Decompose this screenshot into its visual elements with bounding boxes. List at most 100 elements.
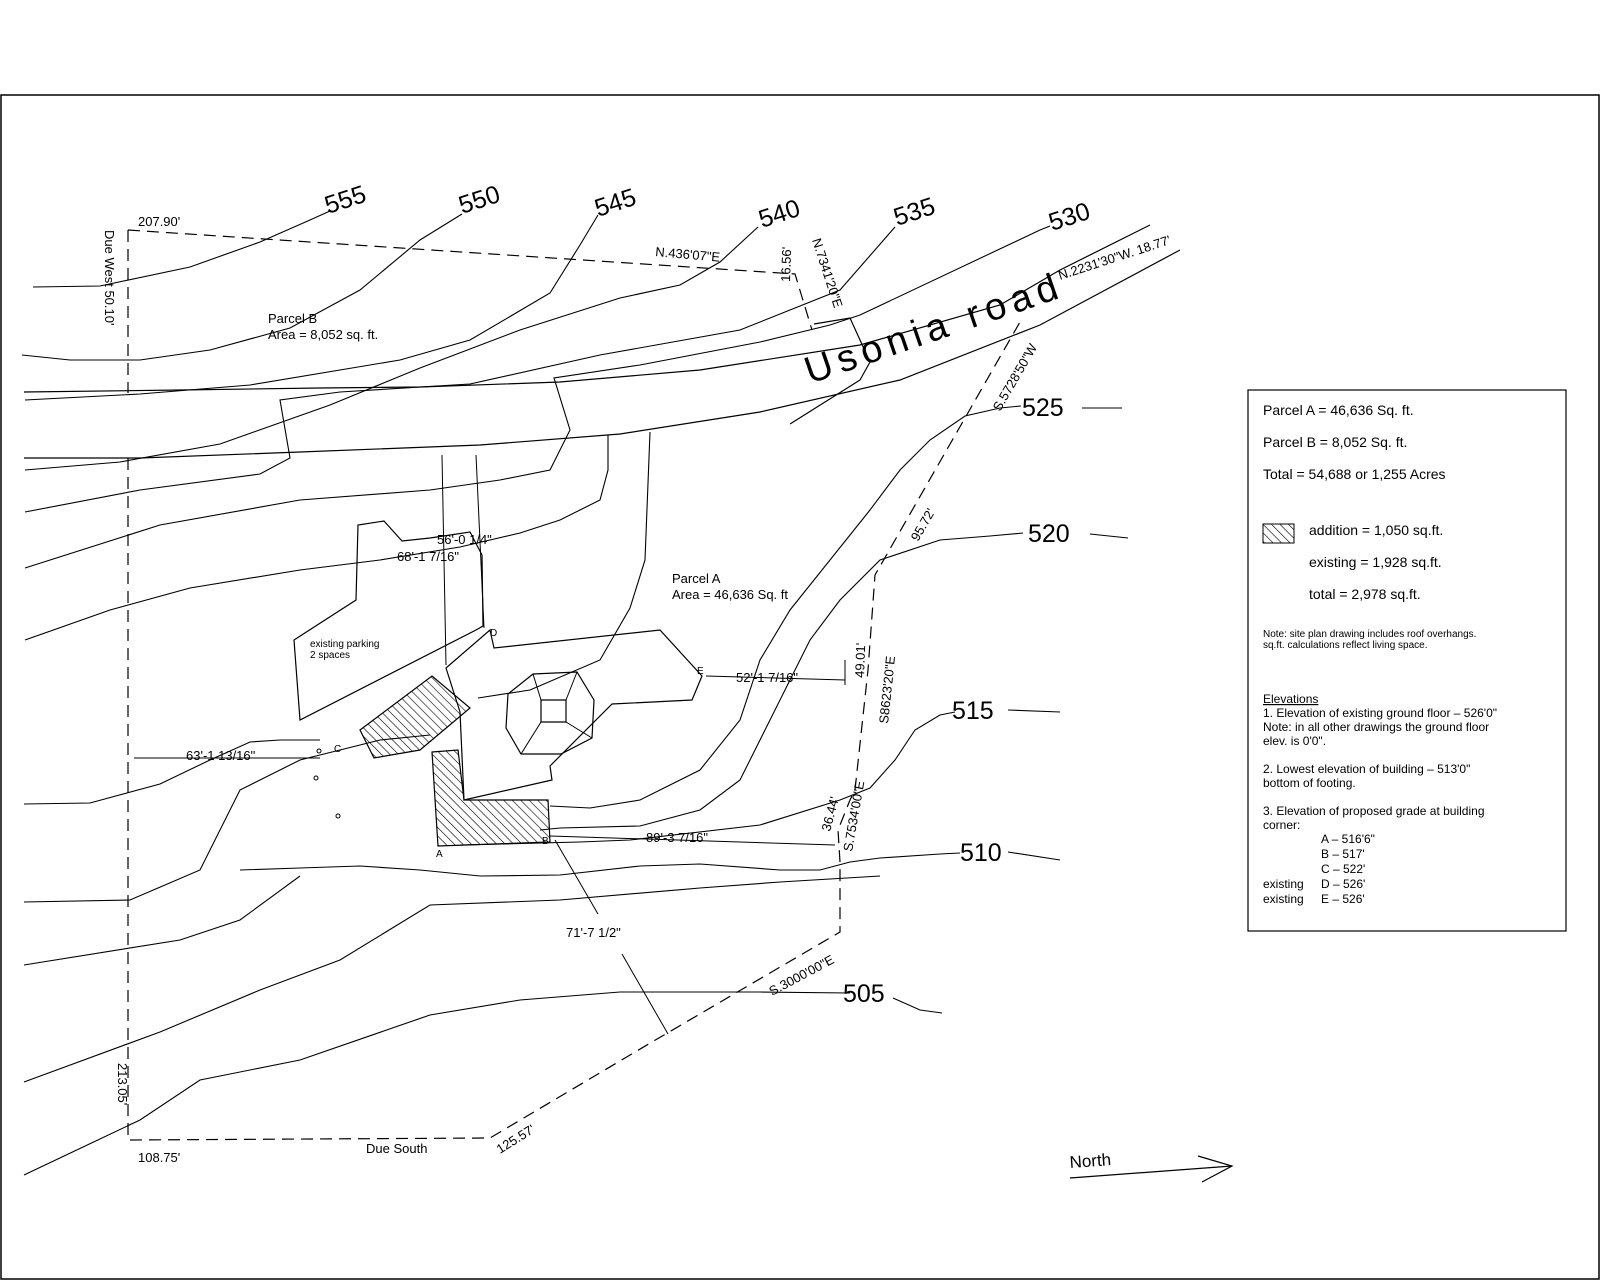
legend-e1b: Note: in all other drawings the ground f…: [1263, 720, 1489, 734]
corner-b: B: [542, 836, 549, 847]
bearing-due-south: Due South: [366, 1141, 427, 1156]
corner-a: A: [436, 849, 443, 860]
legend-total-sqft: total = 2,978 sq.ft.: [1309, 586, 1421, 602]
addition-hatch-1: [359, 675, 471, 759]
contour-515: [459, 711, 956, 846]
dim-52: 52'-1 7/16": [736, 670, 798, 685]
contour-label-555: 555: [321, 180, 369, 220]
legend-note-1: Note: site plan drawing includes roof ov…: [1263, 629, 1476, 640]
bearing-s30: S.3000'00"E: [766, 952, 836, 999]
bearing-nne-1-dist: 16.56': [778, 247, 794, 283]
bearing-d3644: 36.44': [818, 795, 842, 833]
north-arrow: North: [1069, 1150, 1234, 1183]
contour-label-515: 515: [952, 697, 994, 725]
contour-500: [23, 991, 851, 1176]
dim-68: 68'-1 7/16": [397, 549, 459, 564]
bearing-north-top: N.436'07"E: [655, 244, 721, 265]
legend-grade-d: D – 526': [1321, 877, 1365, 891]
skylight-rib-1: [532, 673, 542, 701]
contour-label-525: 525: [1022, 394, 1064, 422]
contour-515-left: [23, 739, 320, 805]
contour-label-505: 505: [843, 980, 885, 1008]
bearing-west: Due West 50.10': [102, 230, 117, 325]
bearing-d21305: 213.05': [115, 1063, 130, 1105]
skylight-inner: [540, 699, 567, 723]
parcel-notch: [789, 317, 871, 425]
contour-label-530: 530: [1045, 197, 1093, 237]
skylight-rib-2: [565, 671, 578, 701]
contour-530: [24, 225, 1051, 569]
contour-tail-505: [892, 997, 943, 1014]
parking-outline: [293, 520, 484, 721]
dim-line-52: [705, 675, 846, 681]
contour-520-upper: [477, 431, 651, 699]
bearing-d4901: 49.01': [852, 643, 868, 679]
legend-e3b: corner:: [1263, 818, 1300, 832]
bearing-labels: 207.90' Due West 50.10' N.436'07"E N.734…: [102, 214, 1172, 1165]
dim-line-71b: [621, 953, 669, 1035]
skylight: [505, 671, 595, 755]
legend-grade-c: C – 522': [1321, 862, 1365, 876]
legend-e1: 1. Elevation of existing ground floor – …: [1263, 706, 1497, 720]
corner-c: C: [334, 744, 341, 755]
road-edge-north: [23, 224, 1151, 393]
dimension-lines: [134, 660, 846, 1035]
legend-e3: 3. Elevation of proposed grade at buildi…: [1263, 804, 1485, 818]
corner-e: E: [697, 666, 704, 677]
legend-grade-e-prefix: existing: [1263, 892, 1304, 906]
contour-lines: [21, 210, 1129, 1176]
driveway-line-2: [475, 454, 485, 629]
contour-tail-520: [1089, 533, 1129, 539]
contour-label-535: 535: [890, 192, 938, 232]
contour-525-right: [549, 405, 1022, 809]
tree-marker: [313, 775, 319, 781]
addition-hatch-2: [431, 749, 551, 847]
contour-525: [24, 435, 609, 641]
legend-parcel-a: Parcel A = 46,636 Sq. ft.: [1263, 402, 1414, 418]
existing-house: [445, 628, 703, 801]
parcel-b-area: Area = 8,052 sq. ft.: [268, 327, 378, 342]
legend-grade-d-prefix: existing: [1263, 877, 1304, 891]
contour-555: [32, 210, 331, 288]
contour-505-upper: [23, 875, 301, 966]
contour-520-right: [539, 532, 1024, 831]
legend-elevations-title: Elevations: [1263, 692, 1318, 706]
skylight-rib-3: [565, 721, 593, 739]
bearing-d9572: 95.72': [908, 506, 938, 544]
bearing-s86: S8623'20"E: [876, 655, 898, 724]
legend-e1c: elev. is 0'0".: [1263, 734, 1326, 748]
parcel-a-area: Area = 46,636 Sq. ft: [672, 587, 788, 602]
dim-71: 71'-7 1/2": [566, 925, 621, 940]
legend-hatch-swatch: [1262, 523, 1295, 544]
parking-label-2: 2 spaces: [310, 650, 350, 661]
bearing-road: N.2231'30"W. 18.77': [1056, 232, 1172, 283]
dim-line-89: [549, 835, 836, 846]
parcel-a-name: Parcel A: [672, 571, 721, 586]
legend-box: Parcel A = 46,636 Sq. ft. Parcel B = 8,0…: [1247, 389, 1567, 932]
contour-tail-510: [1007, 851, 1061, 861]
skylight-rib-4: [520, 721, 542, 755]
legend-existing: existing = 1,928 sq.ft.: [1309, 554, 1442, 570]
contour-535: [24, 226, 896, 513]
contour-545: [24, 214, 599, 401]
north-arrow-head: [1197, 1155, 1234, 1183]
contour-505: [23, 875, 881, 1083]
contour-label-550: 550: [455, 180, 503, 220]
legend-addition: addition = 1,050 sq.ft.: [1309, 522, 1443, 538]
contour-510-right: [239, 852, 961, 877]
legend-note-2: sq.ft. calculations reflect living space…: [1263, 640, 1428, 651]
contour-540: [24, 226, 759, 471]
tree-marker: [335, 813, 341, 819]
bearing-nne-1: N.7341'20"E: [809, 236, 846, 310]
legend-total: Total = 54,688 or 1,255 Acres: [1263, 466, 1446, 482]
legend-frame: [1247, 389, 1567, 932]
legend-parcel-b: Parcel B = 8,052 Sq. ft.: [1263, 434, 1407, 450]
corner-d: D: [490, 628, 497, 639]
contour-550: [21, 213, 463, 361]
dim-89: 89'-3 7/16": [646, 830, 708, 845]
bearing-top-dist: 207.90': [138, 214, 180, 229]
legend-grade-a: A – 516'6": [1321, 832, 1375, 846]
corner-labels: A B C D E: [334, 628, 704, 860]
tree-marker: [316, 748, 322, 754]
skylight-octagon: [505, 671, 595, 755]
